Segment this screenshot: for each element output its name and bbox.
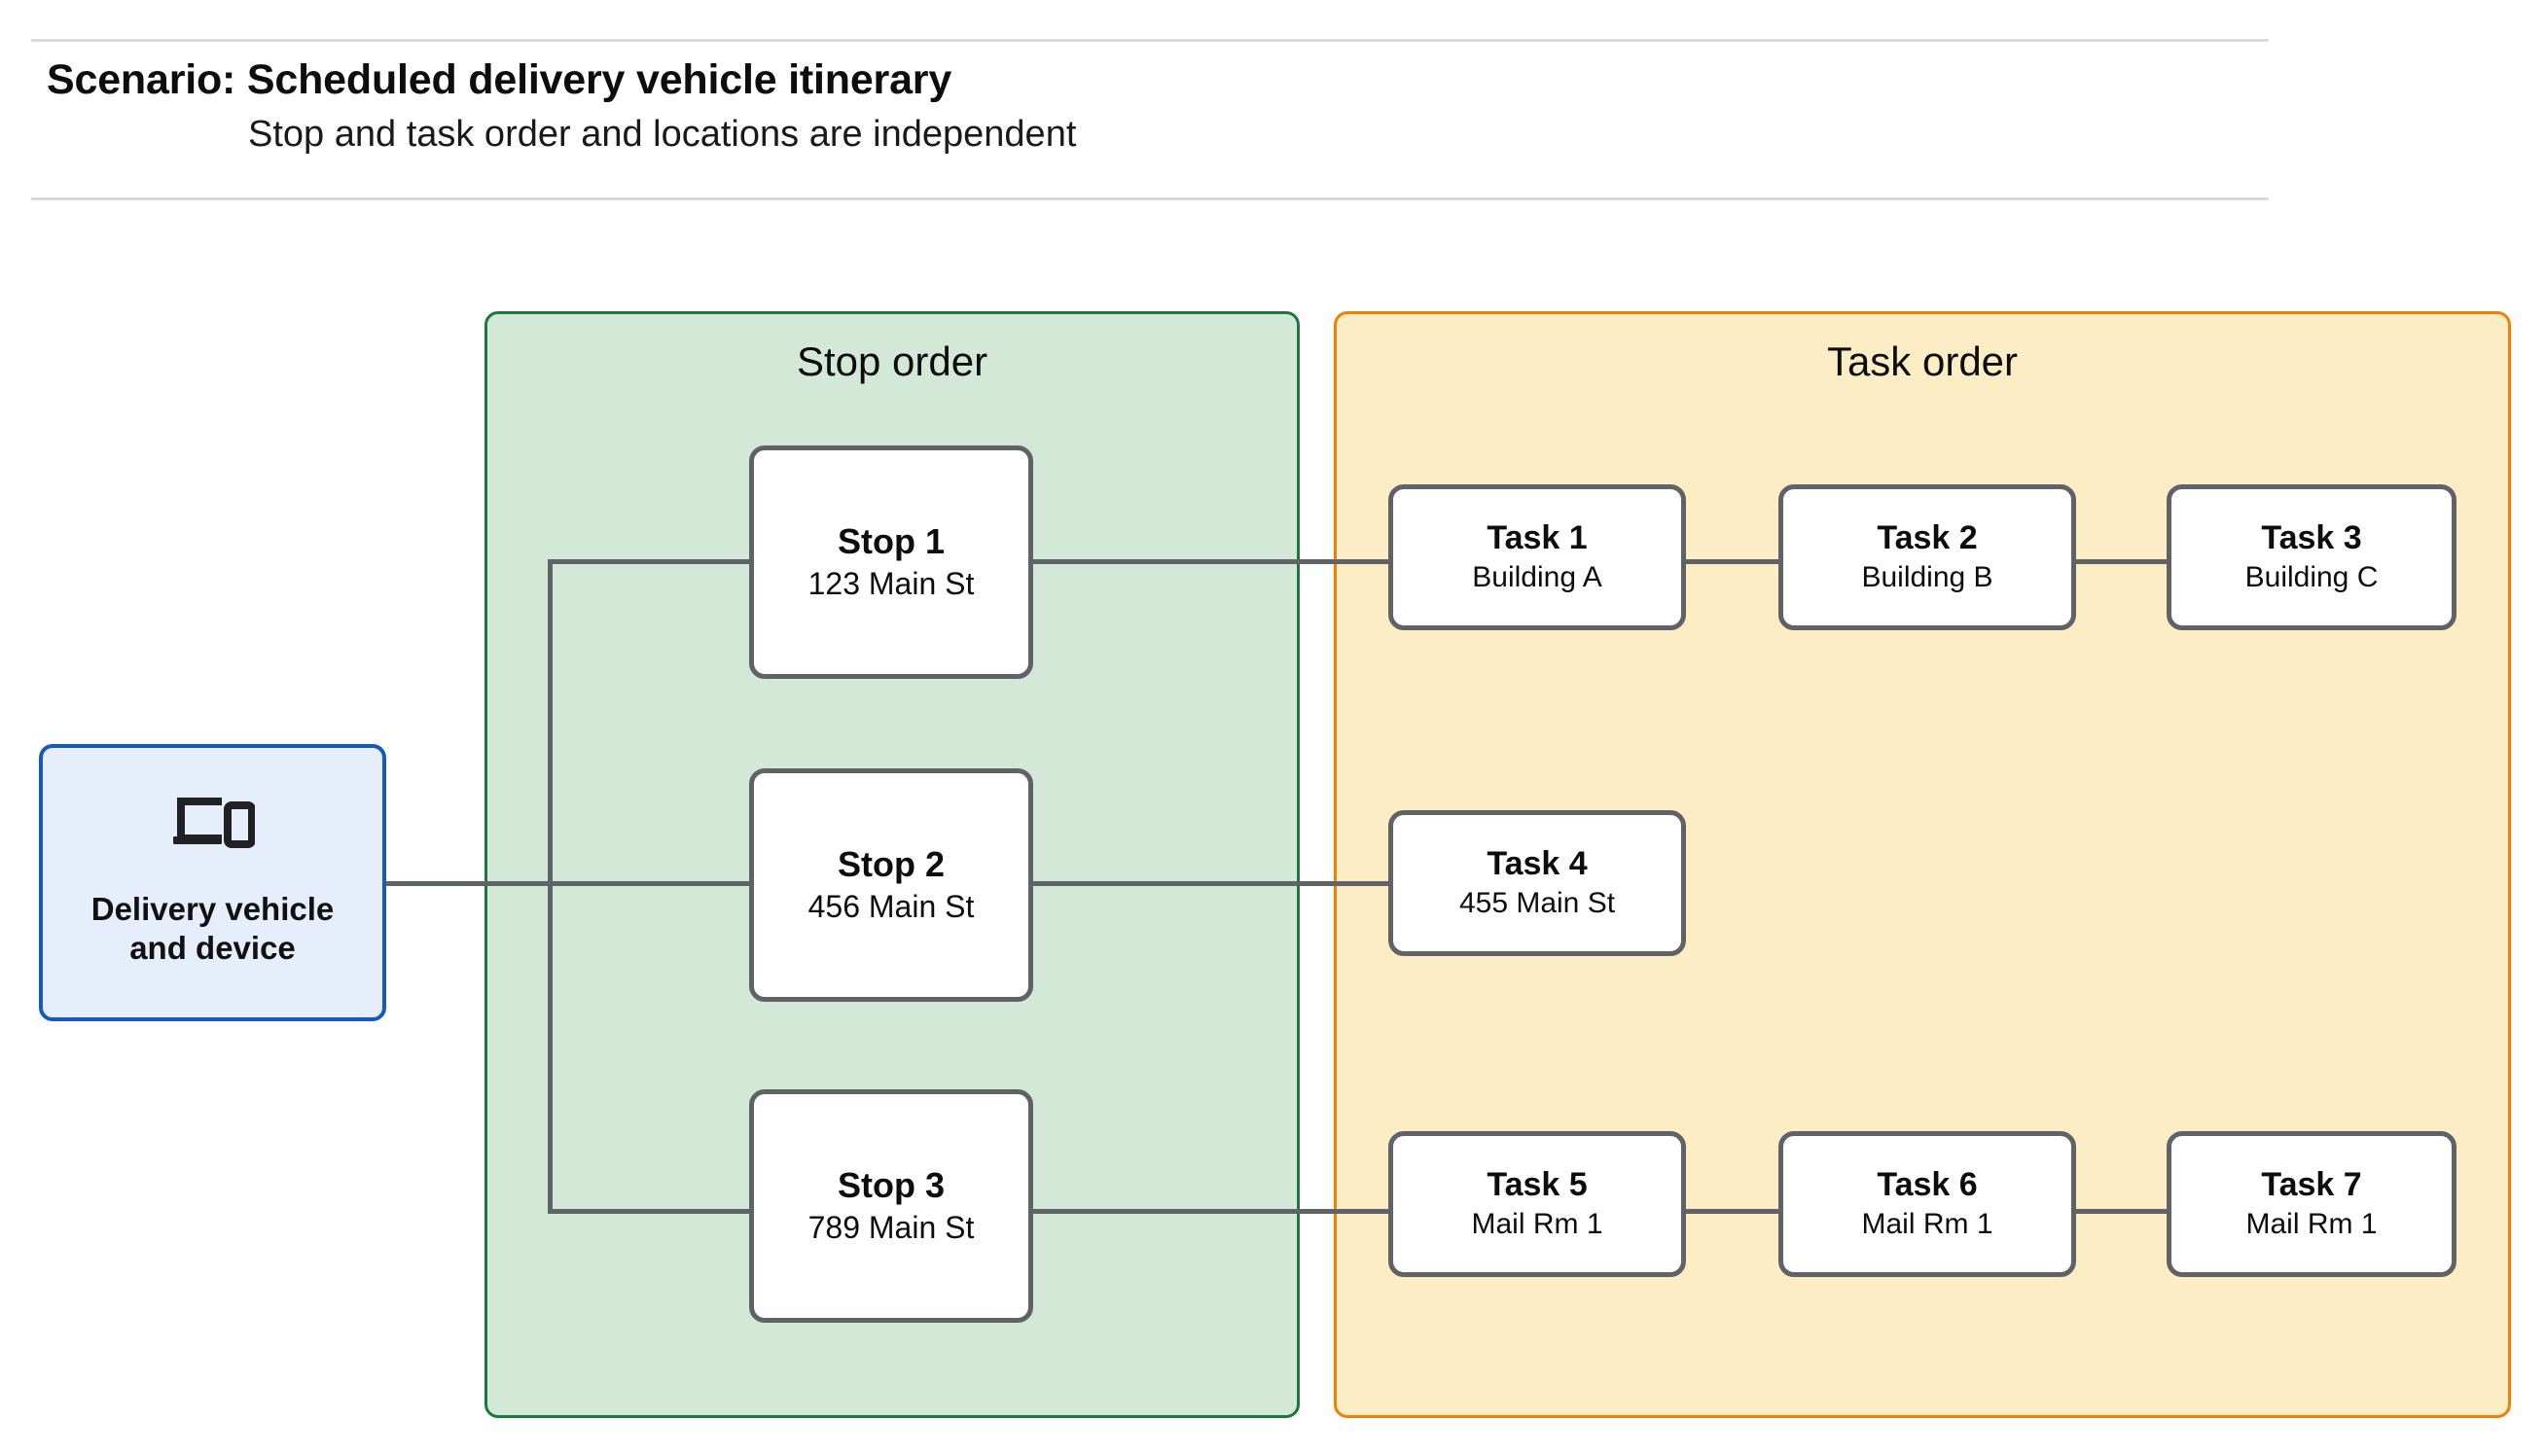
connector-task-6-to-task-7 <box>2072 1209 2170 1214</box>
page-title: Scenario: Scheduled delivery vehicle iti… <box>47 56 952 103</box>
connector-stop-trunk <box>548 559 553 1214</box>
task-node-6[interactable]: Task 6 Mail Rm 1 <box>1778 1131 2076 1277</box>
connector-task-2-to-task-3 <box>2072 559 2170 564</box>
device-node-label-line-2: and device <box>129 930 296 966</box>
connector-task-5-to-task-6 <box>1682 1209 1782 1214</box>
task-node-2-title: Task 2 <box>1877 518 1978 556</box>
connector-stop-3-to-task-5 <box>1029 1209 1393 1214</box>
stop-node-1-location: 123 Main St <box>807 565 975 601</box>
stop-node-2-location: 456 Main St <box>807 888 975 924</box>
task-node-1-location: Building A <box>1472 561 1602 594</box>
task-node-5[interactable]: Task 5 Mail Rm 1 <box>1388 1131 1686 1277</box>
connector-device-to-stops <box>385 881 553 886</box>
connector-trunk-to-stop-2 <box>548 881 754 886</box>
task-node-7-title: Task 7 <box>2261 1165 2362 1203</box>
device-node-label: Delivery vehicle and device <box>91 890 335 969</box>
task-node-5-location: Mail Rm 1 <box>1471 1208 1603 1241</box>
task-node-7[interactable]: Task 7 Mail Rm 1 <box>2167 1131 2456 1277</box>
task-node-6-location: Mail Rm 1 <box>1861 1208 1993 1241</box>
delivery-vehicle-and-device-node[interactable]: Delivery vehicle and device <box>39 744 386 1021</box>
task-node-1[interactable]: Task 1 Building A <box>1388 484 1686 630</box>
stop-node-2[interactable]: Stop 2 456 Main St <box>749 768 1033 1002</box>
panel-stop-order-title: Stop order <box>796 338 988 384</box>
stop-node-2-title: Stop 2 <box>837 843 945 884</box>
task-node-4[interactable]: Task 4 455 Main St <box>1388 810 1686 956</box>
task-node-5-title: Task 5 <box>1487 1165 1588 1203</box>
task-node-4-title: Task 4 <box>1487 844 1588 882</box>
connector-stop-2-to-task-4 <box>1029 881 1393 886</box>
task-node-1-title: Task 1 <box>1487 518 1588 556</box>
connector-trunk-to-stop-1 <box>548 559 754 564</box>
task-node-3-location: Building C <box>2244 561 2379 594</box>
connector-trunk-to-stop-3 <box>548 1209 754 1214</box>
panel-task-order-title: Task order <box>1826 338 2019 384</box>
stop-node-1-title: Stop 1 <box>837 520 945 561</box>
laptop-and-phone-icon <box>171 792 256 857</box>
task-node-3[interactable]: Task 3 Building C <box>2167 484 2456 630</box>
task-node-7-location: Mail Rm 1 <box>2245 1208 2378 1241</box>
task-node-2-location: Building B <box>1861 561 1993 594</box>
task-node-4-location: 455 Main St <box>1458 887 1616 920</box>
connector-stop-1-to-task-1 <box>1029 559 1393 564</box>
stop-node-3-title: Stop 3 <box>837 1164 945 1205</box>
task-node-2[interactable]: Task 2 Building B <box>1778 484 2076 630</box>
stop-node-3-location: 789 Main St <box>807 1209 975 1245</box>
device-node-label-line-1: Delivery vehicle <box>90 890 335 927</box>
task-node-3-title: Task 3 <box>2261 518 2362 556</box>
stop-node-1[interactable]: Stop 1 123 Main St <box>749 445 1033 679</box>
page-subtitle: Stop and task order and locations are in… <box>248 114 1077 155</box>
header-divider-top <box>31 39 2269 42</box>
task-node-6-title: Task 6 <box>1877 1165 1978 1203</box>
stop-node-3[interactable]: Stop 3 789 Main St <box>749 1089 1033 1323</box>
header-divider-bottom <box>31 197 2269 200</box>
connector-task-1-to-task-2 <box>1682 559 1782 564</box>
